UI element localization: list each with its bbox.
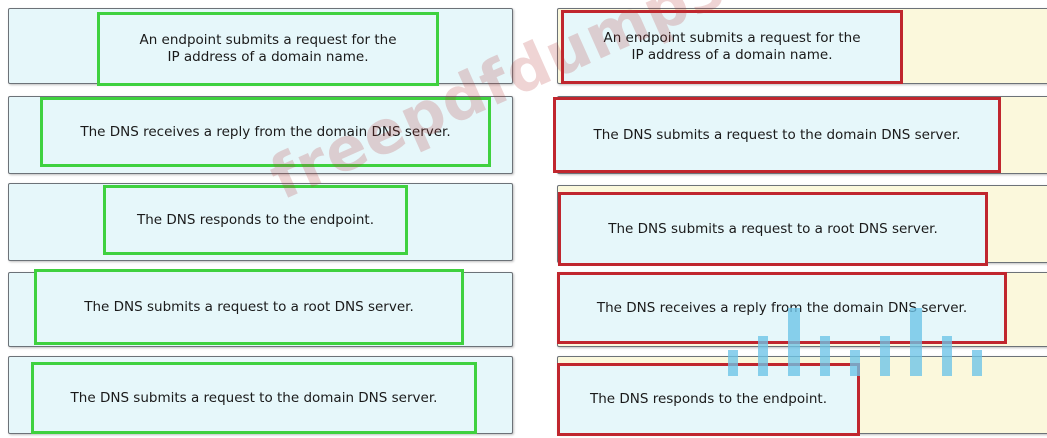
draggable-item[interactable]: The DNS receives a reply from the domain… [40,97,491,167]
draggable-item[interactable]: The DNS responds to the endpoint. [103,185,408,255]
placed-item[interactable]: The DNS receives a reply from the domain… [557,272,1007,344]
placed-item[interactable]: An endpoint submits a request for the IP… [561,10,903,84]
draggable-item[interactable]: The DNS submits a request to a root DNS … [34,269,464,345]
draggable-item[interactable]: The DNS submits a request to the domain … [31,362,477,434]
placed-item[interactable]: The DNS submits a request to a root DNS … [558,192,988,266]
draggable-item[interactable]: An endpoint submits a request for the IP… [97,12,439,86]
placed-item[interactable]: The DNS responds to the endpoint. [557,363,860,436]
placed-item[interactable]: The DNS submits a request to the domain … [553,97,1001,173]
